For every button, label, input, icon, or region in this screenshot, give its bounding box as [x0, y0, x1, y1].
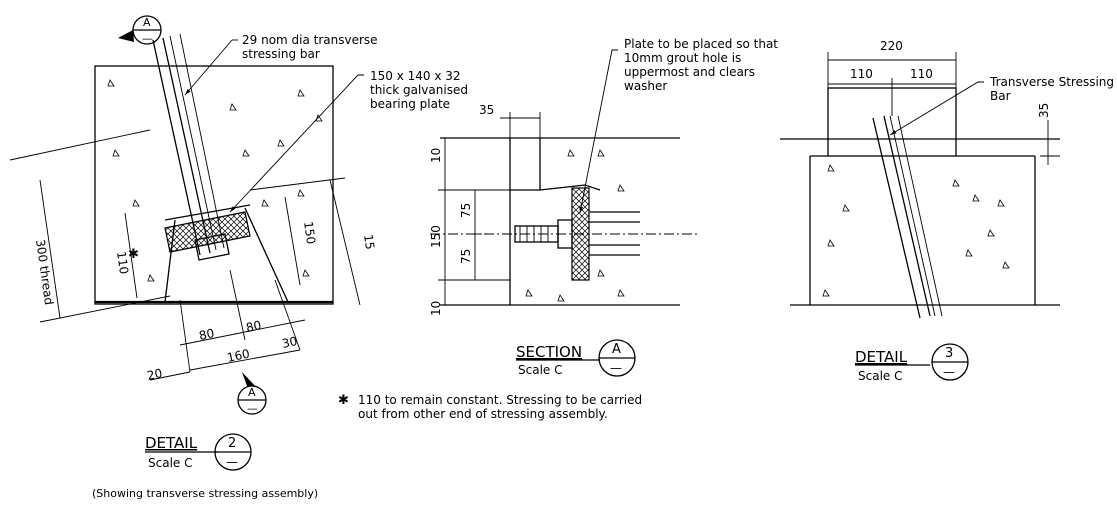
detail2-scale: Scale C: [148, 456, 192, 470]
nut: [194, 233, 230, 261]
section-marker-top: A —: [118, 15, 162, 45]
dim-150-line: [284, 196, 301, 286]
section-marker-bottom-letter: A: [248, 386, 256, 399]
section-a-recess: [510, 138, 541, 191]
bar-leader: [184, 39, 233, 96]
plate-note-line1: 150 x 140 x 32: [370, 69, 461, 83]
plate-leader: [229, 74, 364, 213]
dim-ext-1: [179, 299, 191, 373]
dim-20-line: [149, 371, 191, 381]
dim-80-line: [179, 319, 306, 346]
stressing-bar: [152, 33, 225, 256]
section-marker-bottom: A —: [237, 372, 267, 415]
concrete-block: [94, 65, 334, 305]
plate-note-line2: thick galvanised: [370, 83, 468, 97]
detail-3-title: DETAIL: [855, 348, 908, 366]
bearing-plate: [164, 211, 251, 253]
section-a-note-line4: washer: [624, 79, 667, 93]
section-a-dim-75a: 75: [459, 203, 473, 218]
section-a-scale: Scale C: [518, 363, 562, 377]
detail-3-dim-110a: 110: [850, 67, 873, 81]
dim-110-label: 110: [114, 250, 131, 275]
detail2-dash: —: [226, 455, 238, 469]
section-marker-top-dash: —: [142, 32, 153, 45]
dim-300-line: [39, 179, 61, 319]
detail-3-dim-35: 35: [1037, 103, 1051, 118]
detail2-caption: (Showing transverse stressing assembly): [92, 487, 318, 500]
dim-300-ext-top: [9, 129, 151, 161]
dim-ext-2: [229, 269, 246, 341]
asterisk-marker: ✱: [128, 247, 139, 262]
section-a-dim-10-top: 10: [429, 148, 443, 163]
section-a-letter: A: [612, 342, 621, 357]
detail-3-scale: Scale C: [858, 369, 902, 383]
dim-15-label: 15: [361, 233, 377, 250]
plate-note-line3: bearing plate: [370, 97, 450, 111]
section-a-dim-150: 150: [429, 225, 443, 248]
section-a-dim-75b: 75: [459, 249, 473, 264]
dim-160-line: [189, 349, 301, 371]
footnote: ✱ 110 to remain constant. Stressing to b…: [338, 393, 642, 421]
section-marker-top-letter: A: [143, 16, 151, 29]
section-a: Plate to be placed so that 10mm grout ho…: [429, 37, 778, 377]
detail-2: A — A — 29 nom dia transverse stressing …: [9, 15, 468, 500]
section-a-dash: —: [610, 361, 622, 375]
detail-3-dim-110b: 110: [910, 67, 933, 81]
dim-15-line: [329, 179, 361, 306]
detail-3-note-line2: Bar: [990, 89, 1011, 103]
dim-20-label: 20: [146, 366, 164, 383]
section-a-title: SECTION: [516, 343, 582, 361]
detail-3: 220 110 110 35 Transverse Stressing Bar …: [780, 39, 1114, 383]
dim-80a-label: 80: [198, 326, 216, 343]
dim-150-label: 150: [301, 220, 318, 245]
bar-note-line2: stressing bar: [242, 47, 320, 61]
footnote-line1: 110 to remain constant. Stressing to be …: [358, 393, 642, 407]
section-a-note-line1: Plate to be placed so that: [624, 37, 778, 51]
section-a-dim-10-bottom: 10: [429, 301, 443, 316]
detail-3-concrete-texture: [822, 164, 1010, 297]
detail2-number: 2: [228, 436, 236, 451]
dim-30-label: 30: [281, 334, 299, 351]
footnote-asterisk: ✱: [338, 393, 349, 408]
dim-80b-label: 80: [245, 318, 263, 335]
dim-ext-3: [274, 279, 301, 351]
section-marker-bottom-dash: —: [247, 402, 258, 415]
section-a-dim-35: 35: [479, 103, 494, 117]
concrete-texture: [107, 79, 323, 282]
dim-160-label: 160: [226, 346, 251, 364]
section-a-leader: [579, 49, 618, 214]
section-a-pocket-top: [539, 184, 601, 191]
section-a-concrete-texture: [525, 149, 625, 302]
bar-note-line1: 29 nom dia transverse: [242, 33, 378, 47]
dim-15-ext: [249, 177, 346, 191]
detail-3-dim-220: 220: [880, 39, 903, 53]
footnote-line2: out from other end of stressing assembly…: [358, 407, 608, 421]
detail2-title: DETAIL: [145, 434, 198, 452]
dim-300-label: 300 thread: [33, 238, 56, 305]
dim-300-ext-bottom: [39, 295, 171, 323]
detail-3-bar: [872, 115, 943, 319]
detail-3-leader: [889, 81, 984, 136]
detail-3-number: 3: [945, 346, 953, 361]
detail-3-note-line1: Transverse Stressing: [989, 75, 1114, 89]
detail-3-dash: —: [943, 365, 955, 379]
dim-110-line: [124, 212, 138, 299]
section-a-note-line2: 10mm grout hole is: [624, 51, 741, 65]
section-a-note-line3: uppermost and clears: [624, 65, 755, 79]
